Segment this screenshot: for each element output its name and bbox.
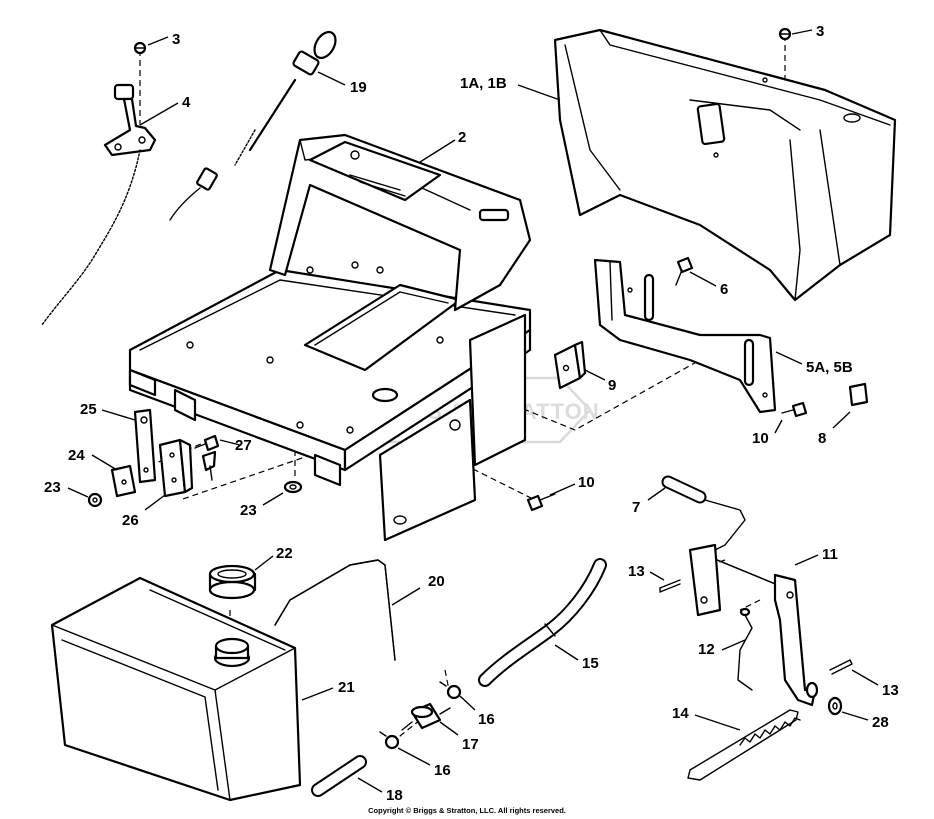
- part-7-handle-grip: [661, 475, 707, 504]
- callout-12: 12: [698, 641, 715, 658]
- callout-20: 20: [428, 573, 445, 590]
- part-9-clip: [553, 340, 587, 390]
- part-12-linkage-rod: [737, 607, 753, 691]
- part-28-washer: [827, 696, 843, 716]
- callout-10-lower: 10: [578, 474, 595, 491]
- part-6-bolt: [675, 256, 694, 286]
- part-4-throttle-control: [41, 83, 157, 326]
- part-25-latch-bracket: [133, 408, 157, 484]
- callout-11: 11: [822, 546, 838, 563]
- callout-19: 19: [350, 79, 367, 96]
- callout-15: 15: [582, 655, 599, 672]
- callout-24: 24: [68, 447, 85, 464]
- callout-23-center: 23: [240, 502, 257, 519]
- callout-17: 17: [462, 736, 479, 753]
- part-11-lever-assembly: [688, 499, 819, 707]
- part-16-clamp-upper: [439, 681, 462, 700]
- part-27-screws: [194, 434, 220, 481]
- callout-14: 14: [672, 705, 689, 722]
- callout-16-upper: 16: [478, 711, 495, 728]
- callout-22: 22: [276, 545, 293, 562]
- part-13-cotter-pin-left: [659, 579, 681, 593]
- part-1-hood: [553, 28, 897, 302]
- callout-2: 2: [458, 129, 466, 146]
- part-10-bolt-lower: [526, 493, 556, 512]
- part-26-bracket: [158, 438, 194, 498]
- callout-13-right: 13: [882, 682, 899, 699]
- callout-7: 7: [632, 499, 640, 516]
- callout-6: 6: [720, 281, 728, 298]
- part-18-fuel-line: [311, 755, 367, 797]
- callout-5a-5b: 5A, 5B: [806, 359, 853, 376]
- part-10-bolt-upper: [781, 401, 808, 418]
- part-5-support-bracket: [593, 258, 777, 414]
- part-3-screw-right: [778, 27, 792, 41]
- part-20-strap-rod: [274, 559, 396, 661]
- part-15-fuel-hose: [478, 558, 607, 687]
- callout-9: 9: [608, 377, 616, 394]
- part-21-fuel-tank: [50, 576, 302, 802]
- part-19-control-cable: [169, 30, 337, 221]
- part-3-screw-left: [133, 41, 147, 55]
- callout-27: 27: [235, 437, 252, 454]
- part-23-nut-center: [283, 480, 303, 494]
- part-24-latch-plate: [110, 464, 137, 498]
- part-8-pad: [848, 382, 869, 407]
- callout-16-lower: 16: [434, 762, 451, 779]
- callout-10-upper: 10: [752, 430, 769, 447]
- part-23-nut-left: [87, 492, 103, 508]
- copyright-notice: Copyright © Briggs & Stratton, LLC. All …: [368, 806, 566, 815]
- part-2-frame: [128, 133, 532, 542]
- leader-lines: [67, 29, 879, 793]
- callout-3-left: 3: [172, 31, 180, 48]
- callout-3-right: 3: [816, 23, 824, 40]
- callout-labels: 3 4 19 2 1A, 1B 3 6 5A, 5B 9 10 8 25 27 …: [44, 23, 899, 804]
- part-16-clamp-lower: [379, 731, 400, 750]
- callout-1a-1b: 1A, 1B: [460, 75, 507, 92]
- callout-13-left: 13: [628, 563, 645, 580]
- callout-8: 8: [818, 430, 826, 447]
- part-14-spring-rod: [687, 709, 801, 781]
- callout-23-left: 23: [44, 479, 61, 496]
- part-13-cotter-pin-right: [829, 659, 853, 675]
- callout-26: 26: [122, 512, 139, 529]
- callout-4: 4: [182, 94, 191, 111]
- callout-21: 21: [338, 679, 355, 696]
- part-22-fuel-cap: [208, 564, 257, 600]
- callout-25: 25: [80, 401, 97, 418]
- callout-18: 18: [386, 787, 403, 804]
- callout-28: 28: [872, 714, 889, 731]
- part-17-shutoff-valve: [401, 702, 451, 731]
